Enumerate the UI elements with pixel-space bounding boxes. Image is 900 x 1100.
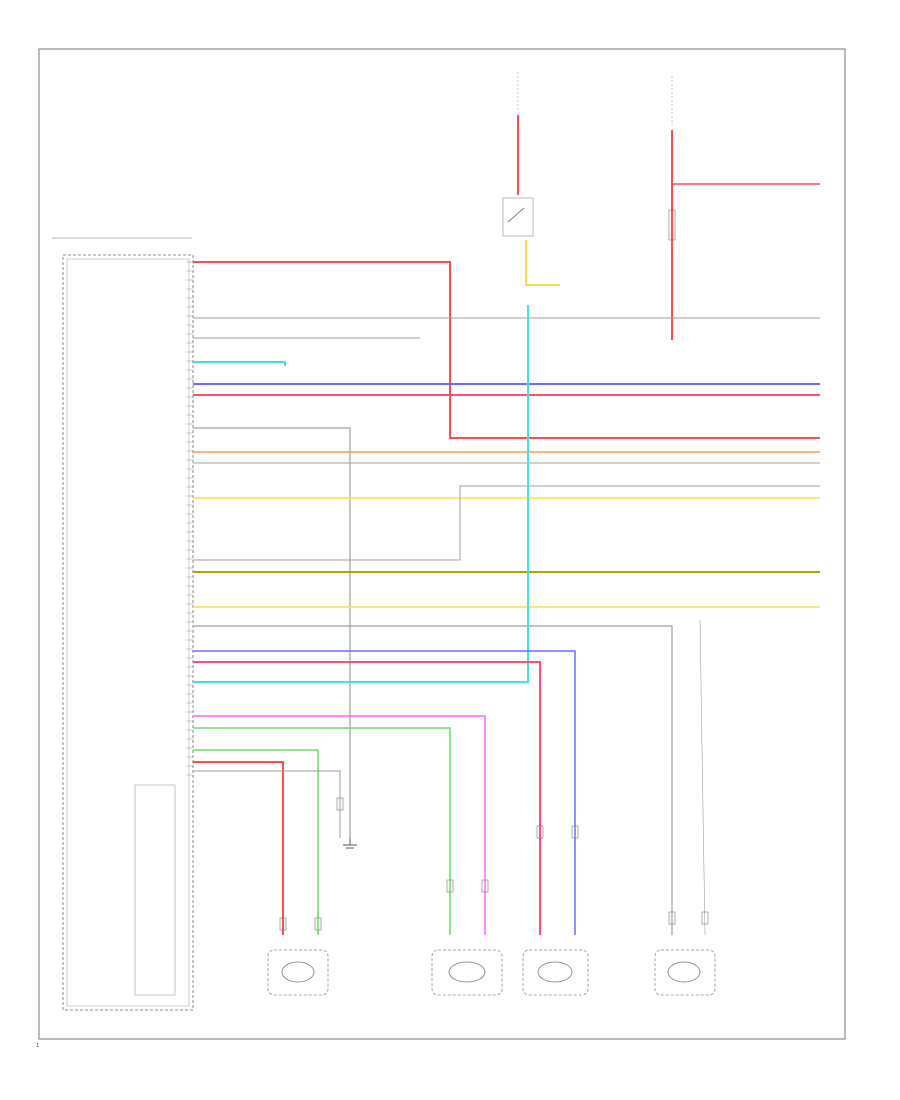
- stop-lamp-switch: [502, 197, 534, 237]
- wire-ground-main: [193, 427, 351, 838]
- connector-marker: [668, 911, 676, 925]
- switch-box: [502, 197, 534, 237]
- sensor-rr-coil: [448, 961, 486, 983]
- wire-stop-lamp-out: [525, 240, 560, 286]
- sensor-left-front: [267, 949, 329, 996]
- sensor-rr-body: [431, 949, 503, 996]
- connector-marker: [314, 917, 322, 931]
- abs-module-connector: [134, 784, 176, 996]
- switch-contact: [507, 207, 525, 223]
- wire-gray-rf: [699, 619, 706, 936]
- wire-red-lf: [193, 761, 284, 935]
- sensor-right-front: [654, 949, 716, 996]
- wire-brake-fluid: [193, 485, 820, 561]
- connector-marker: [481, 879, 489, 893]
- connector-block: [134, 784, 176, 996]
- wire-pink-rr: [193, 715, 486, 935]
- wire-data-link: [193, 361, 286, 366]
- sensor-left-rear: [522, 949, 589, 996]
- sensor-rf-coil: [667, 961, 701, 983]
- wire-green-lf: [193, 749, 319, 935]
- wire-green-rr: [193, 727, 451, 935]
- sensor-lr-body: [522, 949, 589, 996]
- abs-module-box: [62, 254, 194, 1011]
- sensor-rf-body: [654, 949, 716, 996]
- sensor-right-rear: [431, 949, 503, 996]
- connector-marker: [571, 825, 579, 839]
- sensor-lf-body: [267, 949, 329, 996]
- wire-blue-lr: [193, 650, 576, 935]
- connector-marker: [446, 879, 454, 893]
- abs-module-inner: [66, 258, 190, 1007]
- page-border: [38, 48, 846, 1040]
- sensor-lf-coil: [281, 961, 315, 983]
- connector-marker: [668, 209, 676, 241]
- wire-gray-rr: [193, 625, 673, 935]
- abs-module-pin-ticks: [186, 261, 193, 776]
- wire-gray-ground: [193, 770, 341, 838]
- page-number: 1: [36, 1043, 40, 1049]
- sensor-lr-coil: [537, 961, 573, 983]
- connector-marker: [279, 917, 287, 931]
- wire-battery: [193, 261, 820, 439]
- connector-marker: [536, 825, 544, 839]
- wires: [193, 115, 820, 936]
- ground-symbol: [343, 838, 357, 849]
- wire-red-lr: [193, 661, 541, 935]
- connector-marker: [336, 797, 344, 811]
- connector-markers: [279, 209, 709, 931]
- abs-module: [52, 237, 194, 1011]
- connector-marker: [701, 911, 709, 925]
- wire-stop-lamp-in: [193, 305, 529, 683]
